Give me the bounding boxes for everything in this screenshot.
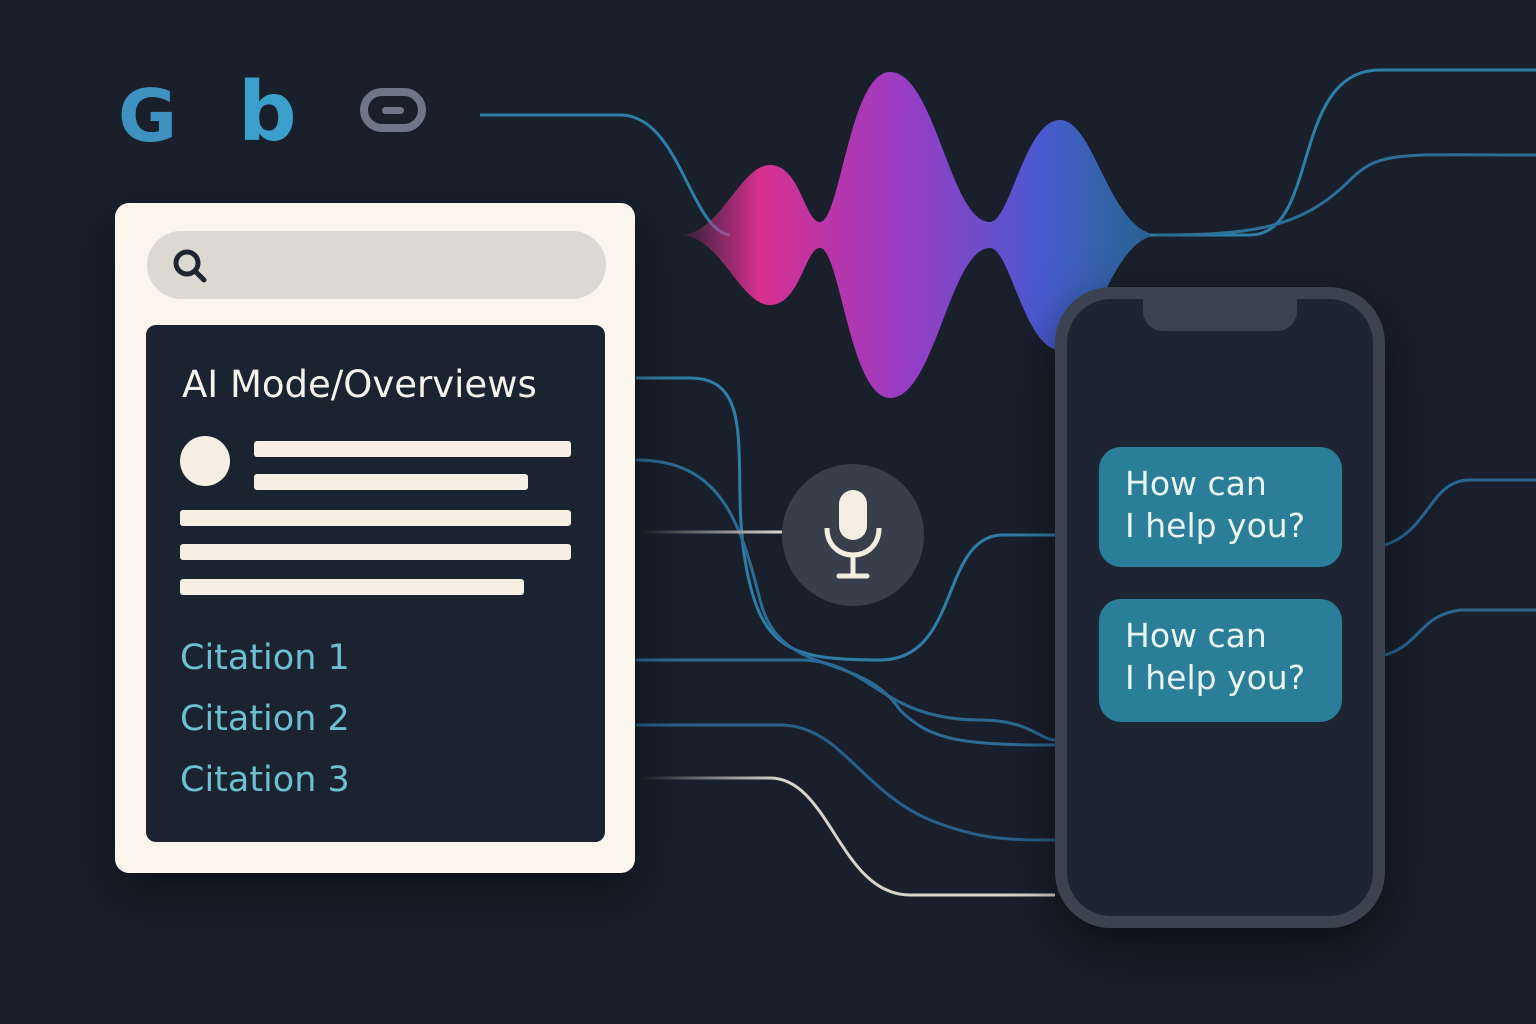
search-bar[interactable] — [147, 231, 606, 299]
panel-title: AI Mode/Overviews — [182, 363, 537, 406]
bing-icon: b — [238, 65, 297, 160]
citation-link[interactable]: Citation 1 — [180, 638, 350, 678]
voice-waveform — [680, 72, 1160, 398]
other-engine-icon — [360, 88, 426, 132]
microphone-icon — [824, 490, 882, 579]
text-line — [254, 441, 571, 457]
ai-overview-panel: AI Mode/Overviews Citation 1 Citation 2 … — [146, 325, 605, 842]
google-icon: G — [118, 74, 178, 158]
microphone-button[interactable] — [782, 464, 924, 606]
chat-bubble: How can I help you? — [1099, 599, 1342, 722]
smartphone: How can I help you? How can I help you? — [1055, 287, 1385, 928]
search-icon — [173, 249, 207, 283]
citation-link[interactable]: Citation 3 — [180, 760, 350, 800]
chat-bubble: How can I help you? — [1099, 447, 1342, 567]
search-result-card: AI Mode/Overviews Citation 1 Citation 2 … — [115, 203, 635, 873]
avatar — [180, 436, 230, 486]
text-line — [180, 579, 524, 595]
phone-notch — [1143, 297, 1297, 331]
text-line — [180, 544, 571, 560]
text-line — [180, 510, 571, 526]
citation-link[interactable]: Citation 2 — [180, 699, 350, 739]
text-line — [254, 474, 528, 490]
